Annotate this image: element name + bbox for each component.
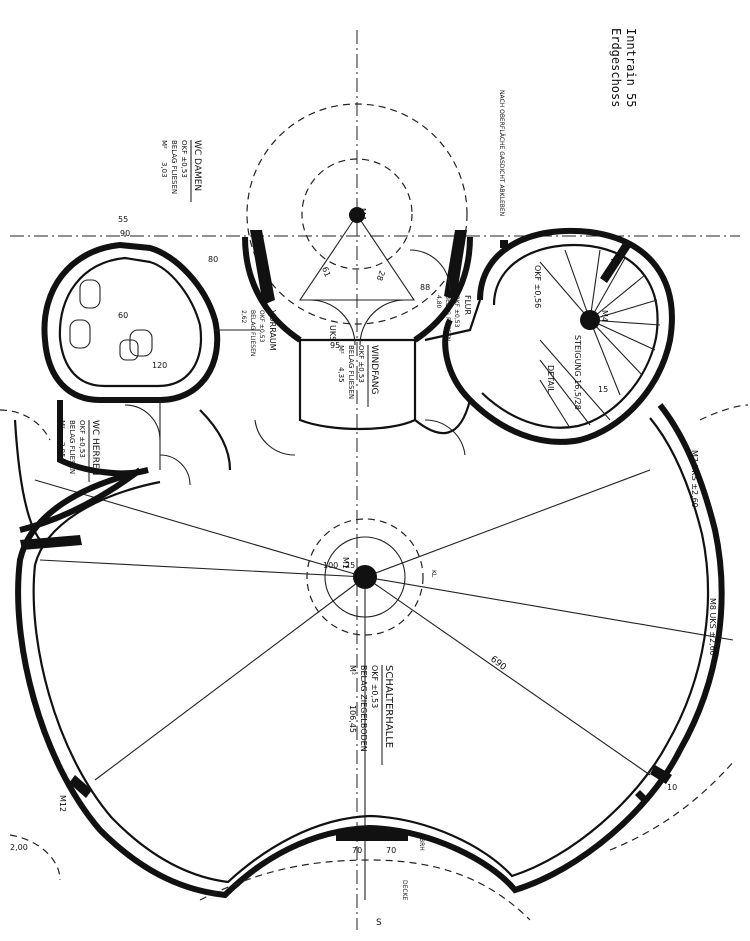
detail-text: DETAIL (546, 365, 555, 393)
marker-text: M8 UKS ±2,60 (708, 598, 717, 656)
room-stamp-vorraum: VORRAUM OKF ±0,53 BELAG FLIESEN 2,62 (240, 310, 277, 356)
room-area: 2,95 (58, 442, 66, 458)
marker-m4-top: M4 (358, 208, 367, 220)
marker-text: M12 (58, 795, 67, 812)
room-name: VORRAUM (268, 310, 277, 351)
room-belag: BELAG FLIESEN (444, 295, 451, 341)
dim-61: 61 (320, 266, 332, 279)
title-block: Erdgeschoss Inntrain 55 (609, 28, 638, 107)
marker-m7: M7 UKS ±2,60 (690, 450, 699, 508)
room-name: SCHALTERHALLE (383, 665, 394, 748)
dim-55: 55 (118, 215, 128, 224)
door-swings (124, 249, 466, 486)
dim-28-wrap: 28 (375, 269, 387, 282)
marker-text: M4 (600, 310, 609, 322)
room-area: 3,03 (160, 162, 168, 178)
room-name: FLUR (463, 295, 472, 316)
marker-uks: UKS (328, 325, 337, 341)
marker-m8: M8 UKS ±2,60 (708, 598, 717, 656)
room-name: WC DAMEN (192, 140, 202, 191)
room-okf: OKF ±0,53 (453, 295, 460, 328)
note-text: NACH OBERFLÄCHE GASDICHT ABKLEBEN (498, 90, 505, 216)
dim-61-wrap: 61 (320, 266, 332, 279)
dim-28: 28 (375, 269, 387, 282)
room-belag: BELAG ZIEGELBODEN (359, 665, 368, 752)
room-belag: BELAG FLIESEN (249, 310, 256, 356)
room-stamp-wc-herren: WC HERREN OKF ±0,53 BELAG FLIESEN M² 2,9… (58, 420, 100, 482)
stair-okf-text: OKF ±0,56 (533, 265, 542, 308)
marker-text: M4 (358, 208, 367, 220)
marker-text: KL (430, 570, 437, 578)
dim-690-wrap: 690 (488, 654, 508, 673)
stair-okf-label: OKF ±0,56 (533, 265, 542, 308)
dim-90: 90 (120, 229, 130, 238)
marker-deck: DECKE (401, 880, 408, 901)
windfang (298, 338, 417, 431)
dim-70a: 70 (352, 846, 362, 855)
dim-14: 14 (610, 258, 620, 267)
room-area: 4,35 (337, 367, 345, 383)
detail-label: DETAIL (546, 365, 555, 393)
room-stamp-flur: FLUR OKF ±0,53 BELAG FLIESEN 4,80 (435, 295, 472, 341)
dim-60: 60 (118, 311, 128, 320)
room-unit: M² (348, 665, 357, 675)
room-name: WC HERREN (90, 420, 100, 475)
center-column (306, 518, 424, 636)
marker-text: M1 (341, 557, 350, 569)
stair-text: STEIGUNG 16,5/28 (573, 335, 582, 410)
note-top-right: NACH OBERFLÄCHE GASDICHT ABKLEBEN (498, 90, 505, 216)
room-okf: OKF ±0,53 (78, 420, 86, 458)
room-belag: BELAG FLIESEN (347, 345, 355, 399)
room-stamp-windfang: WINDFANG OKF ±0,53 BELAG FLIESEN M² 4,35 (337, 345, 379, 407)
room-area: 106,45 (348, 705, 357, 733)
room-belag: BELAG FLIESEN (170, 140, 178, 194)
marker-m1: M1 (341, 557, 350, 569)
room-stamp-wc-damen: WC DAMEN OKF ±0,53 BELAG FLIESEN M² 3,03 (160, 140, 202, 202)
marker-text: BRH (418, 838, 425, 851)
dim-88: 88 (420, 283, 430, 292)
dim-10: 10 (667, 783, 677, 792)
room-stamp-schalterhalle: SCHALTERHALLE OKF ±0,53 BELAG ZIEGELBODE… (348, 665, 394, 765)
marker-m12: M12 (58, 795, 67, 812)
dimension-labels: 100 25 70 70 95 55 90 60 80 88 120 10 14… (10, 215, 677, 855)
room-unit: M² (337, 345, 345, 354)
dim-200: 2,00 (10, 843, 28, 852)
hall-walls (15, 403, 725, 899)
room-okf: OKF ±0,53 (357, 345, 365, 383)
dim-100: 100 (323, 561, 338, 570)
marker-brh: BRH (418, 838, 425, 851)
stair-tower (414, 227, 675, 445)
room-okf: OKF ±0,53 (180, 140, 188, 178)
room-okf: OKF ±0,53 (258, 310, 265, 343)
title-line1: Erdgeschoss (609, 28, 623, 107)
rotunda-top (242, 103, 473, 343)
room-belag: BELAG FLIESEN (68, 420, 76, 474)
small-marks (455, 240, 650, 805)
room-unit: M² (160, 140, 168, 149)
room-okf: OKF ±0,53 (370, 665, 379, 708)
wc-cluster (13, 241, 260, 541)
room-unit: M² (58, 420, 66, 429)
title-line2: Inntrain 55 (624, 28, 638, 107)
room-area: 2,62 (240, 310, 247, 324)
dim-25: 25 (345, 561, 355, 570)
marker-text: DECKE (401, 880, 408, 901)
marker-text: UKS (328, 325, 337, 341)
dim-80: 80 (208, 255, 218, 264)
marker-m4-stair: M4 (600, 310, 609, 322)
stair-label: STEIGUNG 16,5/28 (573, 335, 582, 410)
marker-kl: KL (430, 570, 437, 578)
dim-120: 120 (152, 361, 167, 370)
dim-690: 690 (488, 654, 508, 673)
dim-95: 95 (330, 341, 340, 350)
marker-s: S (376, 918, 382, 928)
marker-text: M7 UKS ±2,60 (690, 450, 699, 508)
dim-15: 15 (598, 385, 608, 394)
room-name: WINDFANG (369, 345, 379, 394)
outer-dashed-arcs (0, 404, 749, 921)
room-area: 4,80 (435, 295, 442, 309)
dim-70b: 70 (386, 846, 396, 855)
axis-lines (10, 30, 740, 930)
